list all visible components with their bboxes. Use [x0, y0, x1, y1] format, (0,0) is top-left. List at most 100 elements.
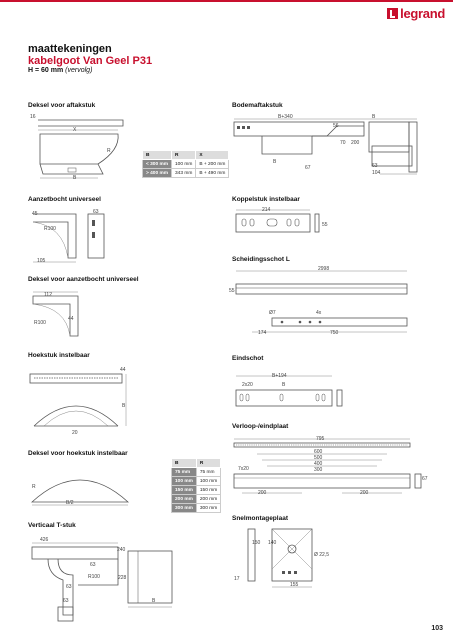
table-row: > 400 mm 343 mm B + 490 mm: [141, 168, 230, 178]
drawing-aanzetbocht: [32, 213, 105, 263]
dim-label: 400: [314, 461, 323, 467]
drawing-deksel-aftakstuk: [38, 119, 124, 179]
table-cell: 100 mm: [171, 159, 197, 169]
section-deksel-hoekstuk: Deksel voor hoekstuk instelbaar: [28, 450, 128, 457]
dim-label: B/2: [66, 500, 74, 506]
table-cell: 200 mm: [171, 494, 197, 504]
drawing-snelmontage: [247, 528, 313, 588]
dim-label: 426: [40, 537, 49, 543]
dim-label: Ø 22,5: [314, 552, 330, 558]
table-cell: 150 mm: [195, 485, 222, 495]
dim-label: B: [372, 114, 376, 120]
section-scheidingsschot: Scheidingsschot L: [232, 256, 290, 263]
dim-label: B+340: [278, 114, 293, 120]
drawing-eindschot: [235, 375, 343, 407]
section-deksel-aanzetbocht: Deksel voor aanzetbocht universeel: [28, 276, 139, 283]
dim-label: R100: [88, 574, 100, 580]
section-deksel-aftakstuk: Deksel voor aftakstuk: [28, 102, 96, 109]
table-header: X: [195, 150, 230, 160]
dim-label: 63: [66, 584, 72, 590]
table-cell: B + 490 mm: [195, 168, 230, 178]
section-verloop: Verloop-/eindplaat: [232, 423, 289, 430]
dim-label: 600: [314, 449, 323, 455]
table-cell: 200 mm: [195, 494, 222, 504]
table-cell: 343 mm: [171, 168, 197, 178]
dim-label: 63: [63, 598, 69, 604]
dim-label: 112: [44, 292, 52, 298]
dim-label: 2x20: [242, 382, 253, 388]
table-cell: 100 mm: [195, 476, 222, 486]
dim-label: 795: [316, 436, 325, 442]
dim-label: B+194: [272, 373, 287, 379]
section-koppelstuk: Koppelstuk instelbaar: [232, 196, 300, 203]
table-cell: > 400 mm: [141, 168, 173, 178]
dim-label: Ø7: [269, 310, 276, 316]
table-cell: 75 mm: [171, 467, 197, 477]
dim-label: 55: [322, 222, 328, 228]
dim-label: 44: [68, 316, 74, 322]
table-cell: 150 mm: [171, 485, 197, 495]
table-cell: 300 mm: [171, 503, 197, 513]
dim-label: 20: [72, 430, 78, 436]
section-snelmontage: Snelmontageplaat: [232, 515, 288, 522]
table-r-x: B R X < 300 mm 100 mm B + 200 mm > 400 m…: [141, 150, 230, 178]
page-title: maattekeningen: [28, 43, 112, 55]
dim-label: 4x: [316, 310, 322, 316]
height-value: H = 60 mm: [28, 67, 64, 74]
dim-label: R100: [34, 320, 46, 326]
table-row: < 300 mm 100 mm B + 200 mm: [141, 159, 230, 169]
drawing-deksel-aanzetbocht: [32, 291, 79, 337]
dim-label: B: [73, 175, 77, 181]
dim-label: 140: [268, 540, 277, 546]
dim-label: 70: [340, 140, 346, 146]
drawing-verticaal-t: [31, 542, 173, 622]
dim-label: 105: [37, 258, 46, 264]
drawing-bodemaftakstuk: [233, 118, 418, 175]
dim-label: 2998: [318, 266, 330, 272]
dim-label: X: [73, 127, 77, 133]
continued-label: (vervolg): [65, 67, 93, 74]
table-header: B: [171, 458, 197, 468]
table-cell: 75 mm: [195, 467, 222, 477]
dim-label: 228: [118, 575, 127, 581]
dim-label: B: [152, 598, 156, 604]
dim-label: 63: [93, 209, 99, 215]
top-accent-line: [0, 0, 453, 2]
table-header-row: B R: [171, 458, 222, 468]
page-subtitle: kabelgoot Van Geel P31: [28, 55, 153, 67]
dim-label: 67: [422, 476, 428, 482]
section-bodemaftakstuk: Bodemaftakstuk: [232, 102, 283, 109]
dim-label: 63: [372, 163, 378, 169]
dim-label: 200: [258, 490, 267, 496]
dim-label: 174: [258, 330, 267, 336]
table-cell: 100 mm: [171, 476, 197, 486]
dim-label: 55: [229, 288, 235, 294]
dim-label: 45: [32, 211, 38, 217]
section-eindschot: Eindschot: [232, 355, 264, 362]
table-cell: 300 mm: [195, 503, 222, 513]
dim-label: 16: [30, 114, 36, 120]
table-header: R: [171, 150, 197, 160]
dim-label: 56: [333, 123, 339, 129]
brand-logo: legrand: [387, 6, 445, 21]
section-hoekstuk: Hoekstuk instelbaar: [28, 352, 90, 359]
drawing-verloop: [233, 438, 422, 494]
dim-label: 44: [120, 367, 126, 373]
dim-label: 7x20: [238, 466, 249, 472]
height-note: H = 60 mm (vervolg): [28, 67, 92, 74]
drawing-koppelstuk: [235, 209, 320, 233]
legrand-logo-icon: [387, 8, 399, 19]
dim-label: 63: [90, 562, 96, 568]
section-aanzetbocht: Aanzetbocht universeel: [28, 196, 101, 203]
dim-label: 200: [360, 490, 369, 496]
dim-label: 214: [262, 207, 271, 213]
dim-label: 155: [290, 582, 299, 588]
page-number: 103: [431, 625, 443, 632]
dim-label: 200: [351, 140, 360, 146]
dim-label: 750: [330, 330, 339, 336]
